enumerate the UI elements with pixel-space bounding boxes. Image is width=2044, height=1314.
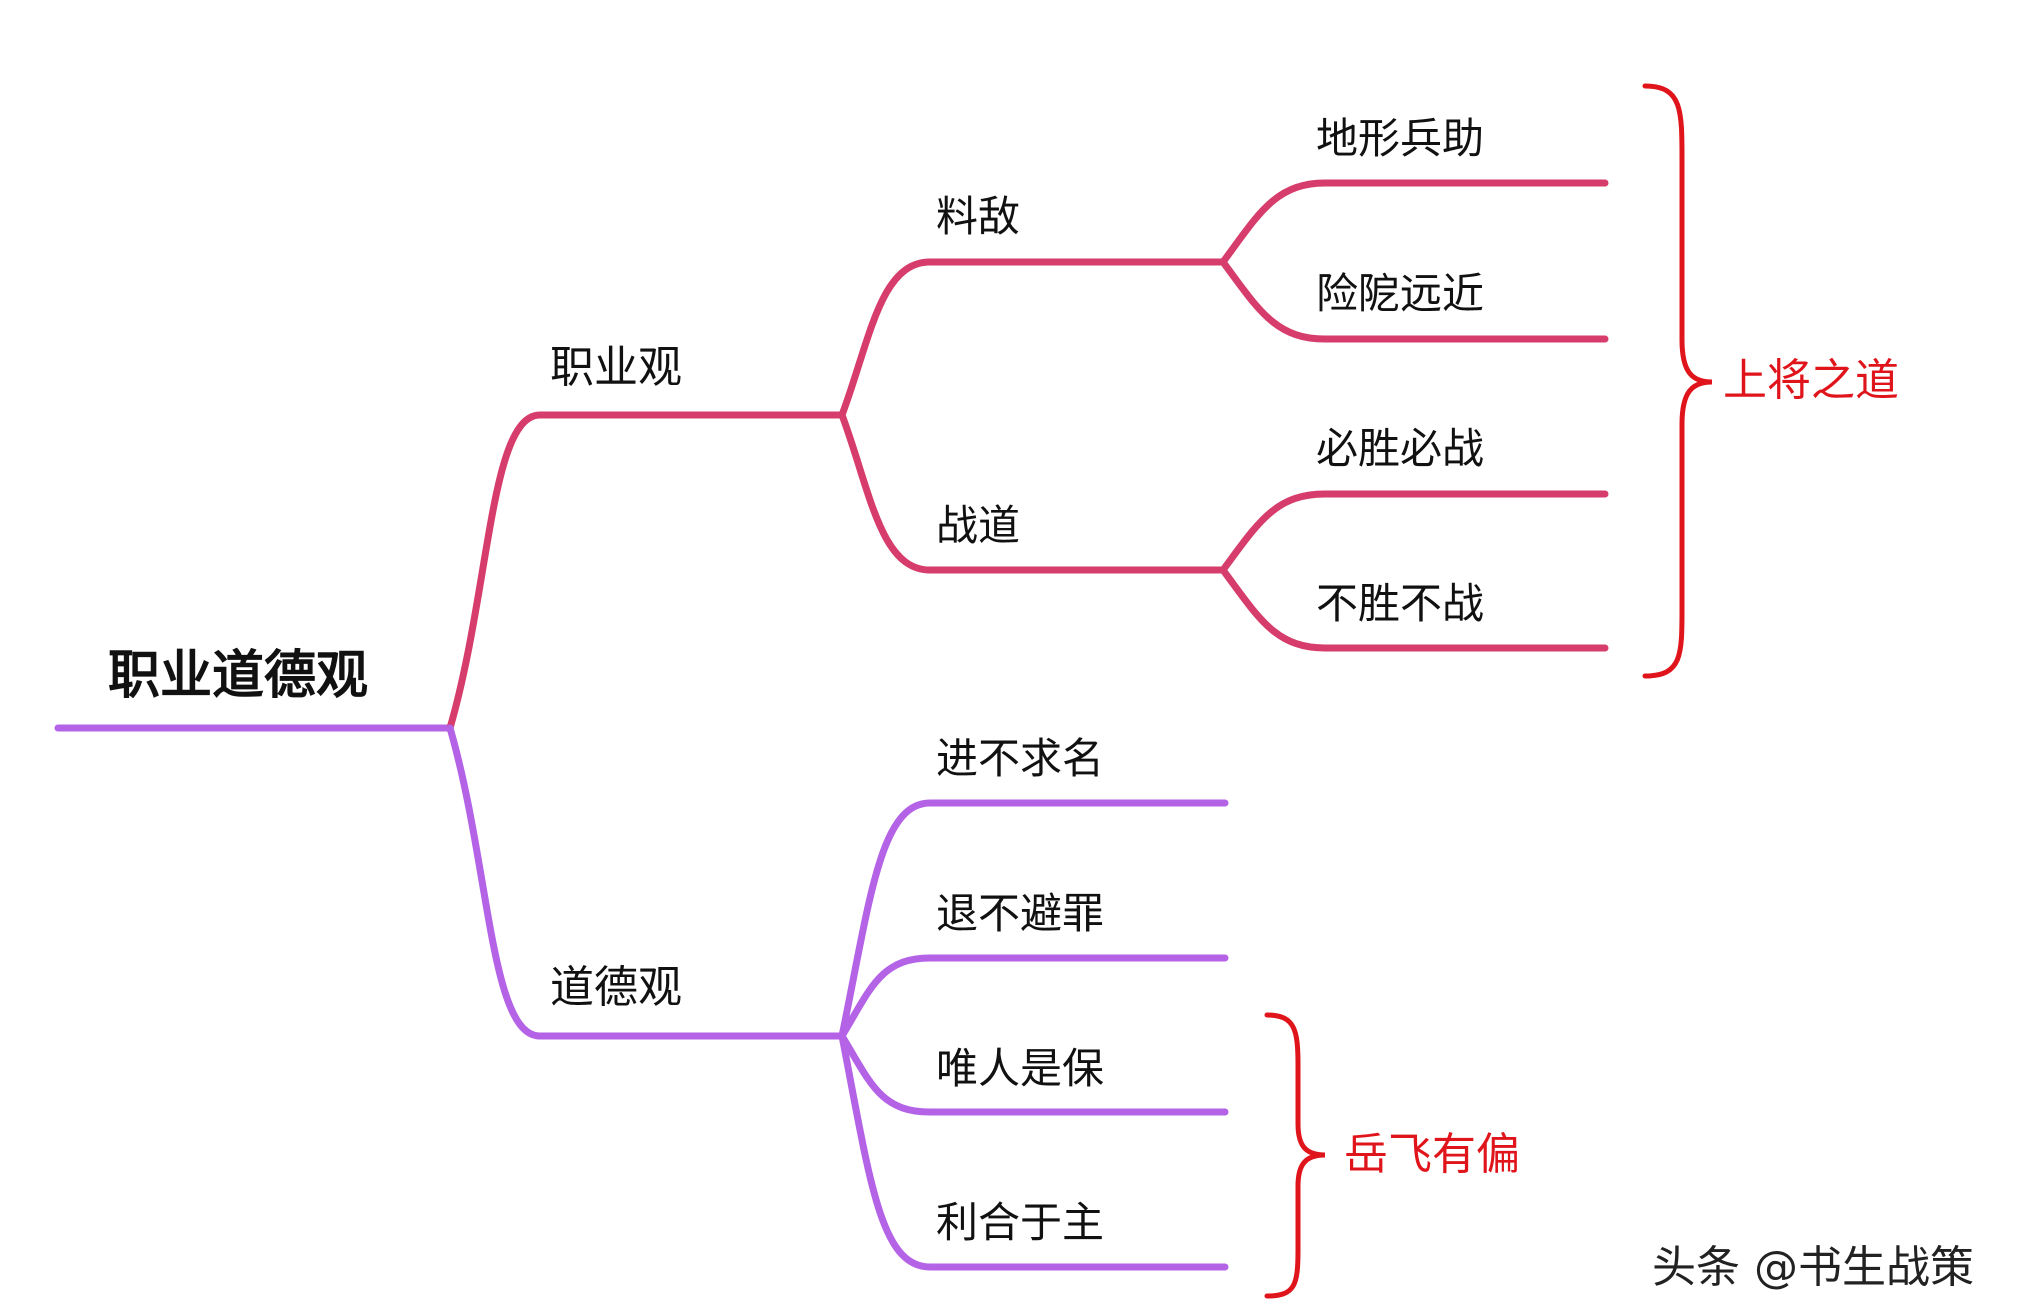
- leaf-protect-people: 唯人是保: [936, 1044, 1105, 1093]
- leaf-advance-no-fame: 进不求名: [936, 734, 1105, 783]
- link-root-to-morality: [446, 724, 846, 1040]
- leaf-must-win-must-fight: 必胜必战: [1316, 424, 1485, 473]
- link-assess-enemy-to-leaf1: [1219, 179, 1609, 266]
- node-way-of-war: 战道: [936, 501, 1021, 550]
- link-morality-to-leaf3: [838, 1032, 1229, 1116]
- leaf-retreat-no-evade: 退不避罪: [936, 889, 1105, 938]
- node-assess-enemy: 料敌: [936, 192, 1021, 241]
- annotation-general-way: 上将之道: [1723, 355, 1899, 406]
- link-way-of-war-to-leaf2: [1219, 566, 1609, 652]
- leaf-distance: 险阸远近: [1316, 269, 1485, 318]
- annotation-yuefei-bias: 岳飞有偏: [1344, 1129, 1520, 1180]
- leaf-terrain: 地形兵助: [1316, 114, 1485, 163]
- link-morality-to-leaf2: [838, 954, 1229, 1040]
- link-career-to-way-of-war: [838, 411, 1227, 574]
- link-assess-enemy-to-leaf2: [1219, 258, 1609, 343]
- watermark: 头条 @书生战策: [1652, 1242, 1974, 1293]
- leaf-no-win-no-fight: 不胜不战: [1316, 579, 1485, 628]
- brace-lower: [1264, 1012, 1326, 1299]
- leaf-benefit-ruler: 利合于主: [936, 1198, 1105, 1247]
- link-career-to-assess-enemy: [838, 258, 1227, 419]
- link-morality-to-leaf1: [838, 799, 1229, 1040]
- root-topic: 职业道德观: [108, 646, 369, 706]
- branch-career-view: 职业观: [550, 342, 682, 393]
- link-morality-to-leaf4: [838, 1032, 1229, 1271]
- brace-upper: [1642, 83, 1713, 679]
- branch-moral-view: 道德观: [550, 962, 682, 1013]
- link-way-of-war-to-leaf1: [1219, 490, 1609, 574]
- link-root-to-career: [446, 411, 846, 732]
